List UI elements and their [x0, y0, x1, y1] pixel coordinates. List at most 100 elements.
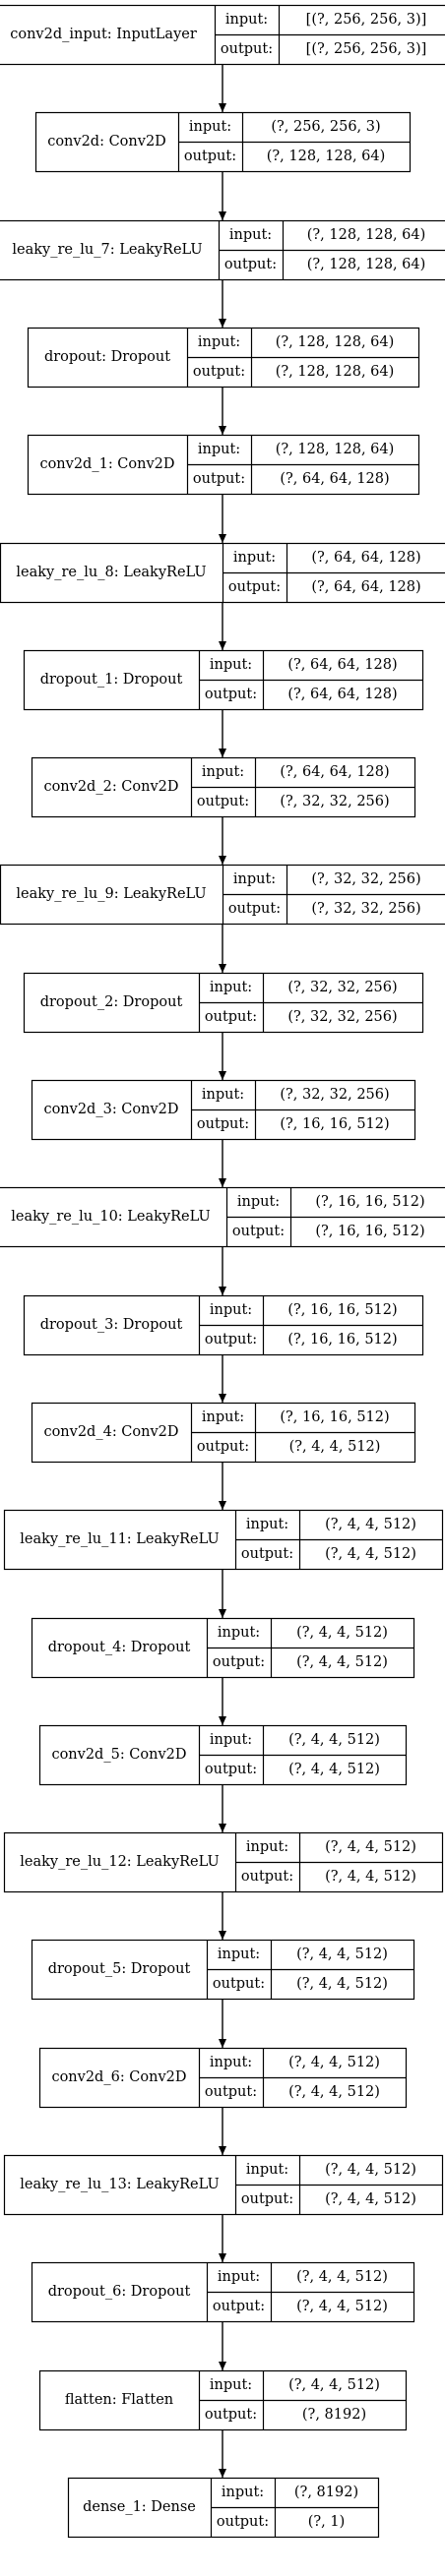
layer-node-leaky-re-lu-8: leaky_re_lu_8: LeakyReLUinput:output:(?,… — [0, 542, 445, 604]
input-label: input: — [218, 1625, 260, 1641]
input-shape: (?, 16, 16, 512) — [315, 1194, 424, 1210]
layer-name: conv2d_1: Conv2D — [39, 456, 174, 472]
output-label: output: — [228, 901, 281, 917]
output-shape: (?, 1) — [308, 2514, 346, 2530]
layer-name: conv2d_4: Conv2D — [43, 1424, 178, 1440]
output-label: output: — [197, 1439, 249, 1455]
input-label: input: — [229, 227, 272, 243]
input-shape: (?, 64, 64, 128) — [311, 550, 420, 566]
layer-name: conv2d_5: Conv2D — [51, 1747, 186, 1763]
layer-name: leaky_re_lu_9: LeakyReLU — [16, 886, 206, 902]
output-label: output: — [205, 687, 257, 702]
layer-node-leaky-re-lu-12: leaky_re_lu_12: LeakyReLUinput:output:(?… — [3, 1831, 444, 1893]
output-label: output: — [217, 2514, 269, 2530]
output-label: output: — [241, 1869, 293, 1885]
output-label: output: — [205, 1762, 257, 1777]
output-shape: (?, 64, 64, 128) — [311, 579, 420, 595]
input-shape: (?, 16, 16, 512) — [280, 1409, 389, 1425]
input-shape: (?, 4, 4, 512) — [325, 2162, 416, 2178]
output-label: output: — [224, 257, 277, 272]
output-shape: (?, 4, 4, 512) — [325, 1869, 416, 1885]
input-label: input: — [233, 871, 276, 887]
layer-node-conv2d-4: conv2d_4: Conv2D input: output: (?, 16, 16,… — [31, 1402, 416, 1464]
input-shape: (?, 4, 4, 512) — [288, 2055, 380, 2070]
input-shape: (?, 4, 4, 512) — [296, 1947, 388, 1962]
output-shape: (?, 4, 4, 512) — [289, 1439, 381, 1455]
layer-node-leaky-re-lu-7: leaky_re_lu_7: LeakyReLUinput:output:(?,… — [0, 219, 445, 281]
input-label: input: — [218, 2269, 260, 2285]
input-shape: (?, 64, 64, 128) — [280, 764, 389, 780]
output-shape: (?, 128, 128, 64) — [267, 149, 386, 164]
output-label: output: — [184, 149, 236, 164]
output-label: output: — [232, 1224, 285, 1239]
output-shape: (?, 4, 4, 512) — [325, 2191, 416, 2207]
input-shape: (?, 4, 4, 512) — [288, 1732, 380, 1748]
layer-node-leaky-re-lu-10: leaky_re_lu_10: LeakyReLUinput:output:(?… — [0, 1186, 445, 1248]
layer-name: dense_1: Dense — [83, 2499, 196, 2515]
input-shape: (?, 4, 4, 512) — [288, 2377, 380, 2393]
input-label: input: — [210, 1302, 252, 1318]
layer-name: dropout_6: Dropout — [48, 2284, 191, 2300]
layer-node-dropout-6: dropout_6: Dropout input: output: (?, 4, 4,… — [31, 2261, 415, 2323]
layer-name: leaky_re_lu_12: LeakyReLU — [20, 1854, 219, 1870]
input-label: input: — [210, 2377, 252, 2393]
output-label: output: — [193, 364, 245, 380]
input-label: input: — [225, 12, 268, 28]
output-shape: (?, 8192) — [302, 2407, 366, 2423]
output-label: output: — [241, 2191, 293, 2207]
layer-name: dropout_5: Dropout — [48, 1961, 191, 1977]
output-label: output: — [197, 1116, 249, 1132]
layer-node-dropout: dropout: Dropout input: output: (?, 128, 12… — [27, 327, 420, 389]
input-shape: (?, 4, 4, 512) — [296, 2269, 388, 2285]
input-label: input: — [198, 334, 240, 350]
layer-name: conv2d_input: InputLayer — [10, 27, 197, 42]
output-label: output: — [205, 2407, 257, 2423]
input-label: input: — [222, 2485, 264, 2500]
input-label: input: — [198, 442, 240, 457]
input-shape: (?, 32, 32, 256) — [280, 1087, 389, 1103]
layer-name: conv2d_2: Conv2D — [43, 779, 178, 795]
layer-node-dropout-3: dropout_3: Dropout input: output: (?, 16, 1… — [23, 1294, 424, 1356]
output-label: output: — [197, 794, 249, 809]
output-shape: (?, 32, 32, 256) — [311, 901, 420, 917]
layer-name: flatten: Flatten — [65, 2392, 173, 2408]
input-label: input: — [202, 1087, 244, 1103]
input-shape: [(?, 256, 256, 3)] — [306, 12, 427, 28]
layer-name: dropout_4: Dropout — [48, 1640, 191, 1655]
layer-name: leaky_re_lu_10: LeakyReLU — [11, 1209, 210, 1225]
layer-name: leaky_re_lu_8: LeakyReLU — [16, 565, 206, 580]
input-label: input: — [233, 550, 276, 566]
output-shape: (?, 16, 16, 512) — [280, 1116, 389, 1132]
output-label: output: — [241, 1546, 293, 1562]
layer-node-conv2d-input: conv2d_input: InputLayer input: output: [(?… — [0, 4, 445, 66]
output-shape: (?, 4, 4, 512) — [325, 1546, 416, 1562]
layer-name: leaky_re_lu_11: LeakyReLU — [20, 1531, 219, 1547]
input-shape: (?, 4, 4, 512) — [325, 1517, 416, 1532]
output-label: output: — [221, 41, 273, 57]
output-label: output: — [213, 1654, 265, 1670]
output-label: output: — [213, 2299, 265, 2314]
output-shape: (?, 16, 16, 512) — [287, 1332, 397, 1348]
layer-name: dropout_1: Dropout — [40, 672, 183, 688]
input-label: input: — [246, 2162, 288, 2178]
layer-name: dropout_3: Dropout — [40, 1317, 183, 1333]
output-shape: (?, 64, 64, 128) — [280, 471, 389, 487]
output-label: output: — [193, 471, 245, 487]
layer-name: dropout: Dropout — [44, 349, 170, 365]
output-label: output: — [213, 1976, 265, 1992]
input-shape: (?, 256, 256, 3) — [271, 119, 380, 135]
output-shape: (?, 4, 4, 512) — [288, 1762, 380, 1777]
layer-node-conv2d-2: conv2d_2: Conv2D input: output: (?, 64, 64,… — [31, 756, 416, 818]
input-label: input: — [202, 1409, 244, 1425]
input-label: input: — [202, 764, 244, 780]
output-shape: (?, 128, 128, 64) — [276, 364, 395, 380]
layer-name: conv2d: Conv2D — [47, 134, 166, 150]
output-label: output: — [205, 1332, 257, 1348]
input-shape: (?, 64, 64, 128) — [287, 657, 397, 673]
